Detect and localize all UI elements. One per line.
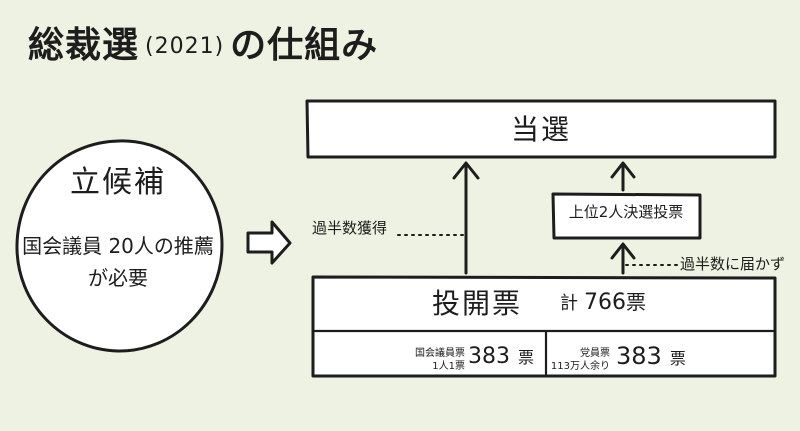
title-main: 総裁選 bbox=[28, 25, 140, 66]
candidate-requirement: 国会議員 20人の推薦が必要 bbox=[22, 234, 214, 290]
party-votes-label-block: 党員票 113万人余り bbox=[540, 347, 610, 373]
diet-votes-sublabel: 1人1票 bbox=[432, 361, 465, 372]
diet-votes-value-block: 383 票 bbox=[468, 346, 534, 368]
runoff-label: 上位2人決選投票 bbox=[568, 203, 684, 221]
voting-box bbox=[311, 275, 777, 378]
runoff-win-arrow-head-icon bbox=[610, 161, 636, 179]
diet-votes-unit: 票 bbox=[518, 348, 535, 367]
candidate-circle bbox=[15, 139, 224, 353]
party-votes-unit: 票 bbox=[669, 349, 686, 368]
party-votes-label: 党員票 bbox=[580, 348, 610, 359]
majority-arrow-head-icon bbox=[452, 161, 480, 180]
votes-total: 計 766票 bbox=[560, 292, 646, 314]
diet-votes-label: 国会議員票 bbox=[415, 348, 465, 359]
winner-label: 当選 bbox=[510, 113, 571, 146]
votes-total-label: 計 bbox=[560, 293, 578, 314]
majority-fail-label: 過半数に届かず bbox=[680, 255, 786, 273]
candidate-title: 立候補 bbox=[70, 165, 166, 200]
title-year: (2021) bbox=[145, 34, 225, 59]
runoff-arrow-head-icon bbox=[610, 242, 636, 260]
diet-votes-label-block: 国会議員票 1人1票 bbox=[395, 347, 465, 373]
votes-total-value: 766 bbox=[584, 290, 626, 315]
party-votes-sublabel: 113万人余り bbox=[550, 361, 610, 372]
diet-votes-value: 383 bbox=[468, 344, 510, 369]
page-title: 総裁選(2021)の仕組み bbox=[28, 28, 378, 64]
outline-arrow-icon bbox=[246, 220, 292, 265]
party-votes-value: 383 bbox=[616, 342, 662, 370]
winner-box bbox=[305, 99, 777, 159]
votes-title: 投開票 bbox=[432, 287, 523, 320]
title-suffix: の仕組み bbox=[230, 25, 379, 66]
party-votes-value-block: 383 票 bbox=[616, 344, 686, 368]
majority-win-label: 過半数獲得 bbox=[312, 219, 388, 237]
runoff-box bbox=[551, 192, 702, 240]
votes-total-unit: 票 bbox=[626, 290, 646, 314]
